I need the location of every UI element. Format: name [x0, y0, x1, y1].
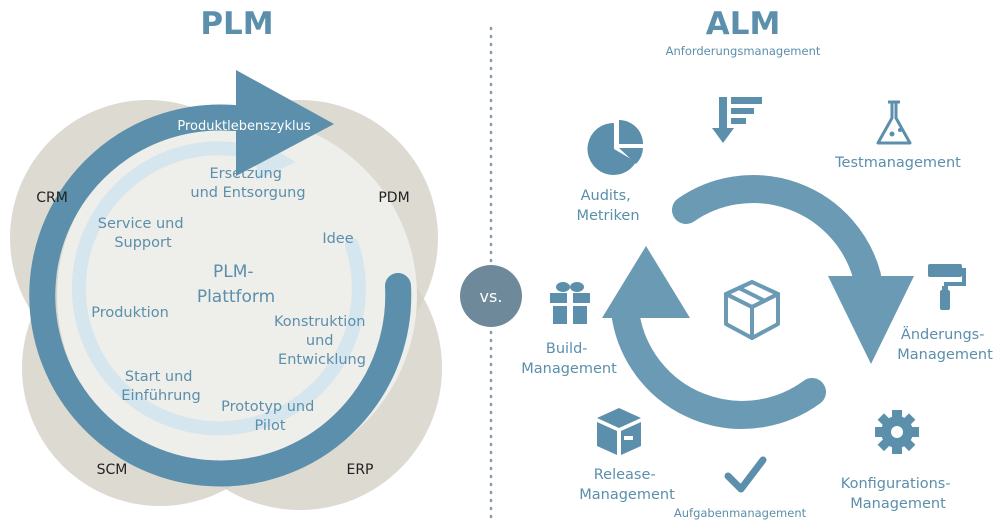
- stage-start: Start und Einführung: [121, 369, 200, 404]
- plm-title: PLM: [200, 6, 273, 42]
- stage-produktion: Produktion: [91, 305, 169, 321]
- flask-icon: [876, 100, 912, 145]
- stage-ersetzung: Ersetzung und Entsorgung: [190, 166, 305, 201]
- package-icon: [597, 408, 641, 455]
- pie-chart-icon: [587, 120, 643, 175]
- gift-icon: [550, 282, 590, 324]
- plm-platform-label: PLM- Plattform: [197, 262, 275, 307]
- erp-label: ERP: [346, 462, 373, 478]
- alm-cycle-arrowhead-right: [828, 276, 914, 364]
- lifecycle-label: Produktlebenszyklus: [177, 119, 311, 134]
- vs-badge: [460, 265, 522, 327]
- checkmark-icon: [724, 456, 767, 493]
- alm-cycle-arrow-bottom: [612, 304, 826, 429]
- release-label: Release- Management: [579, 467, 675, 503]
- box-icon: [724, 280, 780, 340]
- lifecycle-arrowhead: [236, 70, 334, 176]
- anforderung-label: Anforderungsmanagement: [666, 44, 821, 58]
- aufgaben-label: Aufgabenmanagement: [674, 506, 807, 520]
- alm-title: ALM: [706, 6, 781, 42]
- gear-icon: [875, 410, 919, 454]
- scm-label: SCM: [97, 462, 128, 478]
- inner-lifecycle-swirl: [71, 141, 366, 436]
- vs-label: vs.: [480, 287, 503, 306]
- alm-cycle-arrow-top: [672, 175, 881, 290]
- stage-idee: Idee: [322, 231, 353, 247]
- aenderung-label: Änderungs- Management: [897, 325, 993, 363]
- build-label: Build- Management: [521, 341, 617, 377]
- paint-roller-icon: [928, 264, 966, 310]
- stage-service: Service und Support: [98, 216, 188, 251]
- stage-konstruktion: Konstruktion und Entwicklung: [274, 314, 370, 368]
- audits-label: Audits, Metriken: [576, 188, 639, 224]
- alm-cycle-arrowhead-left: [602, 246, 690, 318]
- pdm-label: PDM: [378, 190, 409, 206]
- stage-prototyp: Prototyp und Pilot: [221, 399, 319, 434]
- test-label: Testmanagement: [834, 155, 961, 171]
- crm-label: CRM: [36, 190, 68, 206]
- lifecycle-arrow: [29, 104, 412, 487]
- sort-descending-icon: [712, 97, 762, 143]
- konfiguration-label: Konfigurations- Management: [841, 476, 955, 512]
